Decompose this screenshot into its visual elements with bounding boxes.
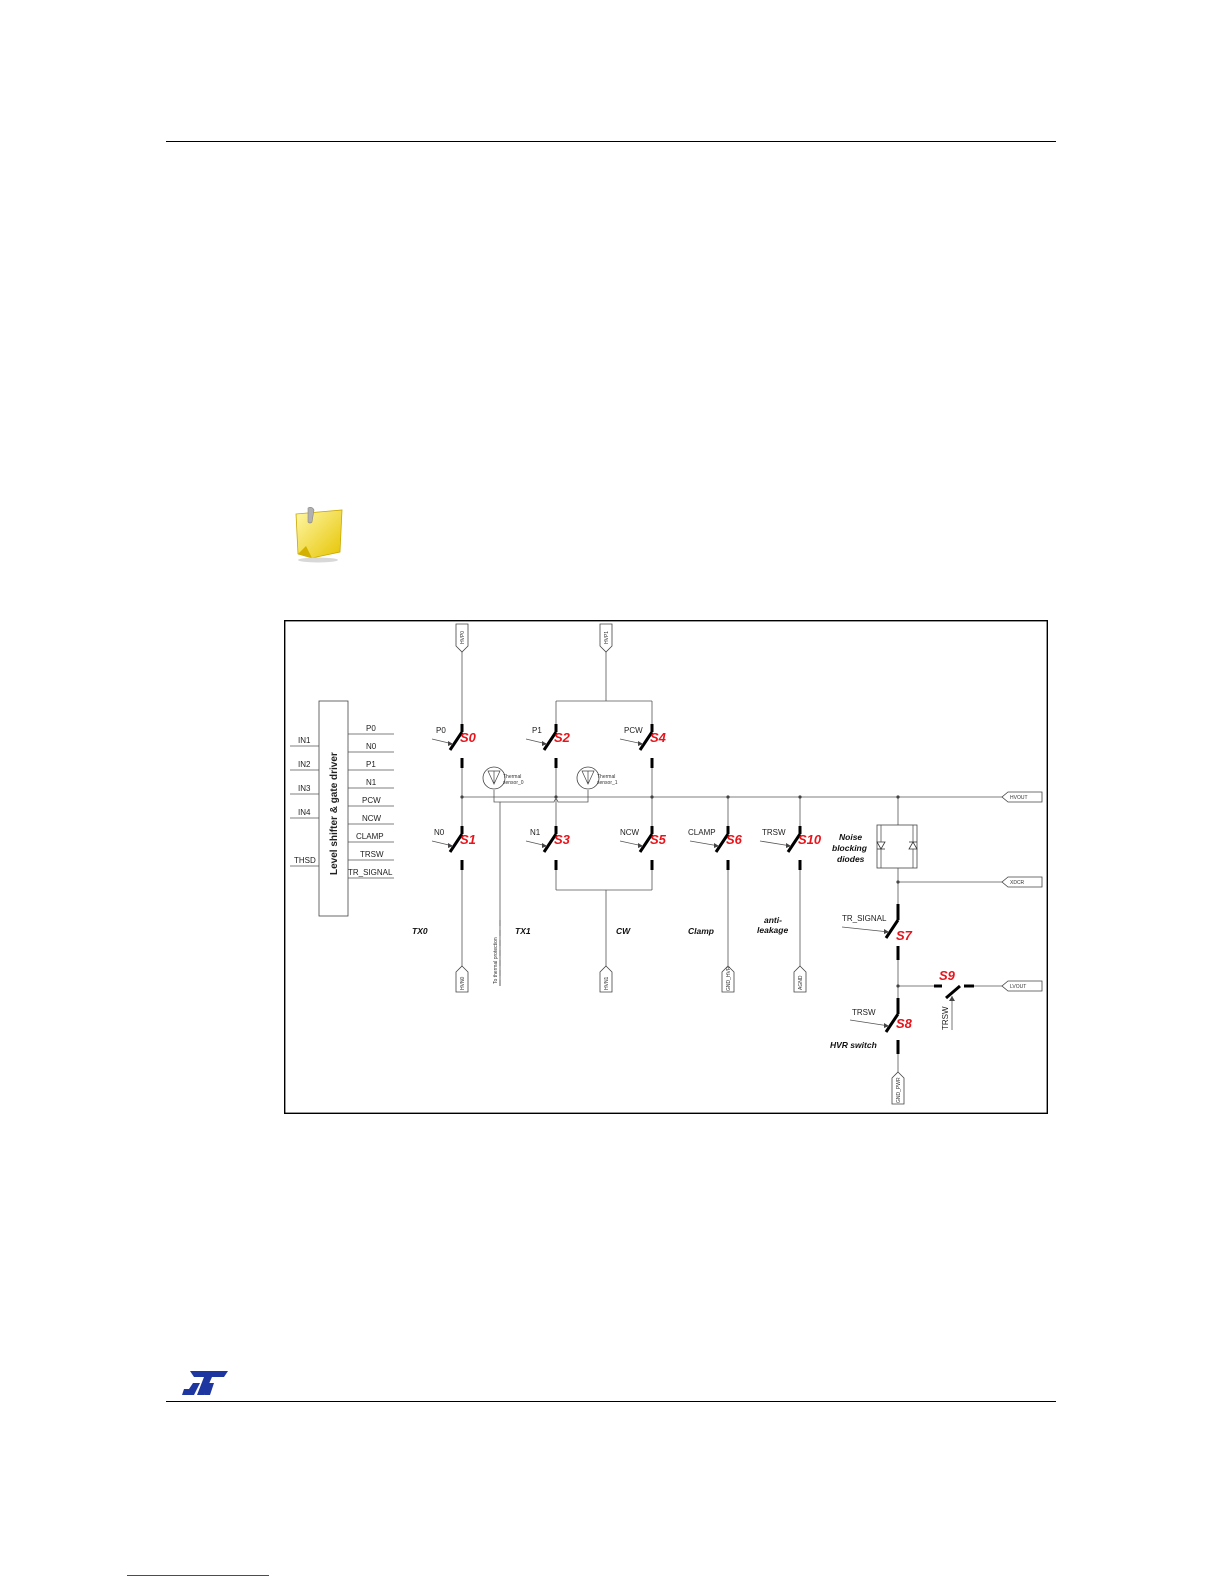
block-label: HVR switch bbox=[830, 1040, 877, 1050]
switch-input-labels: P0 N0 P1 N1 PCW NCW CLAMP TRSW TR_SIGNAL… bbox=[434, 726, 950, 1030]
footer-rule bbox=[166, 1401, 1056, 1402]
sensor-label: sensor_0 bbox=[503, 780, 524, 786]
note-icon bbox=[295, 507, 343, 563]
switch-label-s0: S0 bbox=[460, 730, 477, 745]
pin-label: HVOUT bbox=[1010, 795, 1028, 801]
input-label: IN3 bbox=[298, 784, 311, 793]
switch-label-s5: S5 bbox=[650, 832, 667, 847]
rail-label: HVN0 bbox=[460, 976, 466, 990]
supply-rails: HVP0 HVN0 HVP1 HVN1 GND_HVR AGND GND_PWR bbox=[455, 623, 905, 1105]
header-rule bbox=[166, 141, 1056, 142]
st-logo-icon bbox=[182, 1371, 228, 1395]
output-pins: HVOUT XDCR LVOUT bbox=[1001, 791, 1043, 992]
block-label: Clamp bbox=[688, 926, 714, 936]
switch-input-label: N0 bbox=[434, 828, 445, 837]
switch-input-label: PCW bbox=[624, 726, 643, 735]
rail-label: HVP1 bbox=[604, 631, 610, 644]
switch-bodies bbox=[448, 724, 974, 1054]
switch-label-s8: S8 bbox=[896, 1016, 913, 1031]
switch-label-s7: S7 bbox=[896, 928, 913, 943]
output-label: P1 bbox=[366, 760, 376, 769]
block-label: anti- bbox=[764, 915, 782, 925]
level-shifter-block: Level shifter & gate driver bbox=[318, 700, 349, 917]
switch-input-label: P0 bbox=[436, 726, 446, 735]
rail-label: HVN1 bbox=[604, 976, 610, 990]
block-labels: TX0 TX1 CW Clamp anti- leakage HVR switc… bbox=[412, 915, 877, 1050]
switch-drive-arrows bbox=[431, 738, 955, 1030]
block-label: CW bbox=[616, 926, 631, 936]
switch-label-s4: S4 bbox=[650, 730, 667, 745]
output-label: N0 bbox=[366, 742, 377, 751]
sensor-label: Thermal bbox=[503, 774, 521, 780]
switch-label-s1: S1 bbox=[460, 832, 476, 847]
output-label: TRSW bbox=[360, 850, 384, 859]
block-label: blocking bbox=[832, 843, 868, 853]
sensor-label: sensor_1 bbox=[597, 780, 618, 786]
input-label: IN2 bbox=[298, 760, 311, 769]
switch-input-label: TR_SIGNAL bbox=[842, 914, 887, 923]
output-label: N1 bbox=[366, 778, 377, 787]
pin-label: XDCR bbox=[1010, 880, 1025, 886]
block-label: TX0 bbox=[412, 926, 428, 936]
switch-label-s3: S3 bbox=[554, 832, 571, 847]
block-label: TX1 bbox=[515, 926, 531, 936]
block-label: leakage bbox=[757, 925, 788, 935]
noise-blocking-diodes: Noise blocking diodes bbox=[832, 824, 918, 882]
switch-input-label: TRSW bbox=[941, 1006, 950, 1030]
wiring bbox=[460, 650, 1004, 1072]
input-label: IN4 bbox=[298, 808, 311, 817]
block-label: Noise bbox=[839, 832, 862, 842]
input-label: THSD bbox=[294, 856, 316, 865]
switch-input-label: NCW bbox=[620, 828, 640, 837]
rail-label: AGND bbox=[798, 975, 804, 990]
block-label: diodes bbox=[837, 854, 865, 864]
output-label: NCW bbox=[362, 814, 382, 823]
rail-label: HVP0 bbox=[460, 631, 466, 644]
output-label: CLAMP bbox=[356, 832, 384, 841]
sensor-label: Thermal bbox=[597, 774, 615, 780]
switch-input-label: CLAMP bbox=[688, 828, 716, 837]
footer-link-underline bbox=[127, 1575, 269, 1576]
input-label: IN1 bbox=[298, 736, 311, 745]
switch-labels: S0 S1 S2 S3 S4 S5 S6 S10 S7 S9 S8 bbox=[460, 730, 956, 1031]
pin-label: LVOUT bbox=[1010, 984, 1026, 990]
driver-outputs: P0 N0 P1 N1 PCW NCW CLAMP TRSW TR_SIGNAL bbox=[348, 724, 394, 879]
rail-label: GND_PWR bbox=[896, 1077, 902, 1103]
thermal-protection-label: To thermal protection bbox=[493, 937, 499, 984]
output-label: P0 bbox=[366, 724, 376, 733]
output-label: TR_SIGNAL bbox=[348, 868, 393, 877]
switch-input-label: P1 bbox=[532, 726, 542, 735]
thermal-sensors: Thermal sensor_0 Thermal sensor_1 To the… bbox=[482, 766, 618, 984]
switch-label-s10: S10 bbox=[798, 832, 822, 847]
switch-schematic: Level shifter & gate driver IN1 IN2 IN3 … bbox=[284, 620, 1048, 1114]
switch-input-label: TRSW bbox=[762, 828, 786, 837]
output-label: PCW bbox=[362, 796, 381, 805]
driver-title: Level shifter & gate driver bbox=[329, 752, 340, 875]
switch-label-s6: S6 bbox=[726, 832, 743, 847]
driver-inputs: IN1 IN2 IN3 IN4 THSD bbox=[290, 736, 319, 867]
rail-label: GND_HVR bbox=[726, 966, 732, 991]
switch-label-s2: S2 bbox=[554, 730, 571, 745]
switch-input-label: TRSW bbox=[852, 1008, 876, 1017]
switch-input-label: N1 bbox=[530, 828, 541, 837]
switch-label-s9: S9 bbox=[939, 968, 956, 983]
